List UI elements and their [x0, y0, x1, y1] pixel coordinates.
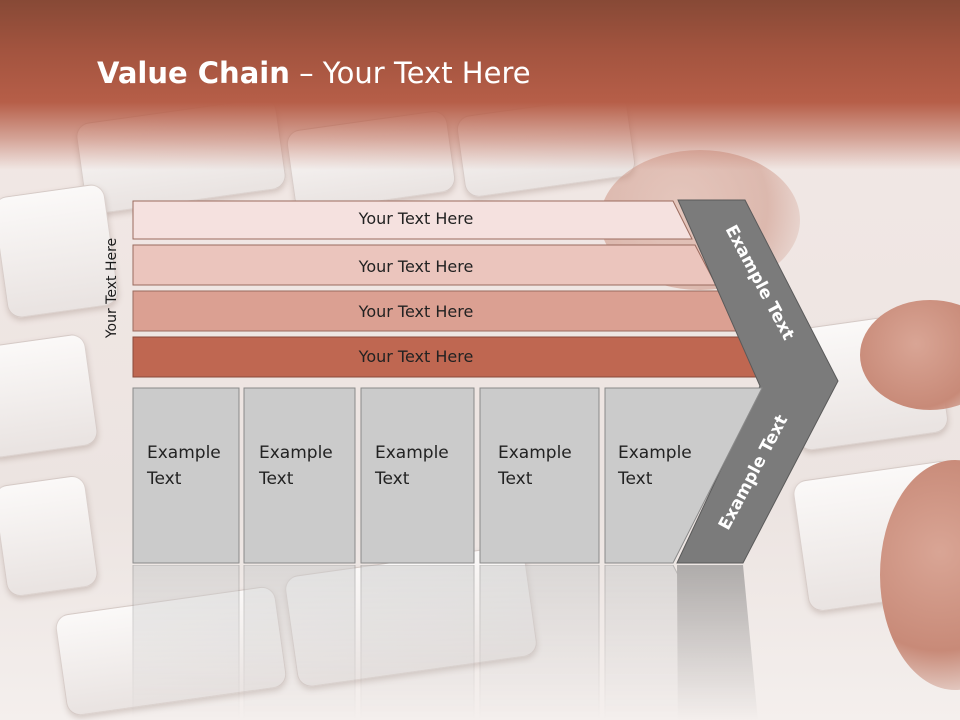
bar-2-label: Your Text Here — [358, 257, 474, 276]
column-4-line1: Example — [498, 443, 572, 463]
column-5 — [604, 387, 763, 564]
title-bold: Value Chain — [97, 56, 290, 90]
title-bar — [0, 0, 960, 170]
bar-1 — [132, 200, 693, 240]
column-3 — [360, 387, 475, 564]
column-4-line2: Text — [497, 469, 533, 489]
column-5-line1: Example — [618, 443, 692, 463]
slide-title: Value Chain – Your Text Here — [97, 56, 531, 90]
column-1-line1: Example — [147, 443, 221, 463]
column-5-line2: Text — [617, 469, 653, 489]
column-1-line2: Text — [146, 469, 182, 489]
chevron-arrow — [676, 199, 839, 564]
bar-3-label: Your Text Here — [358, 302, 474, 321]
bar-4-label: Your Text Here — [358, 347, 474, 366]
reflection — [132, 564, 758, 720]
bar-1-label: Your Text Here — [358, 209, 474, 228]
column-3-line1: Example — [375, 443, 449, 463]
title-rest: – Your Text Here — [289, 56, 531, 90]
column-3-line2: Text — [374, 469, 410, 489]
column-4 — [479, 387, 600, 564]
column-1 — [132, 387, 240, 564]
column-2-line2: Text — [258, 469, 294, 489]
column-2 — [243, 387, 356, 564]
column-2-line1: Example — [259, 443, 333, 463]
